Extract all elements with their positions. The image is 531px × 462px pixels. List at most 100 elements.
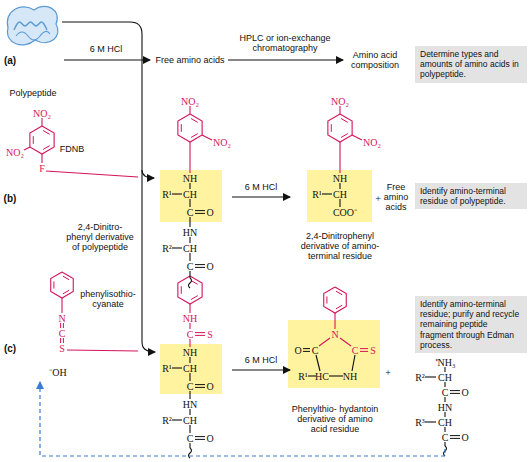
single-bond <box>189 373 190 381</box>
atom-label: R³ <box>415 417 425 428</box>
double-bond <box>360 348 368 349</box>
atom-label: NH <box>183 347 197 358</box>
atom-label: R¹ <box>298 371 308 382</box>
step-label: phenylisothio- cyanate <box>80 290 136 310</box>
reaction-arrow <box>228 59 343 60</box>
double-bond <box>450 435 460 436</box>
single-bond <box>189 106 190 114</box>
benzene-ring <box>324 287 347 313</box>
recycle-arrow <box>40 382 445 456</box>
single-bond <box>329 375 343 376</box>
single-bond <box>319 338 330 346</box>
single-bond <box>41 118 42 126</box>
ring-bond <box>43 131 50 135</box>
highlight-box <box>307 170 372 222</box>
step-label: Free amino acids <box>382 183 410 213</box>
single-bond <box>322 193 332 194</box>
atom-label: + <box>375 193 381 204</box>
chain-continuation <box>189 278 192 288</box>
double-bond <box>63 338 64 343</box>
description-box: Identify amino-terminal residue; purify … <box>415 296 527 353</box>
atom-label: F <box>39 163 45 174</box>
step-label: 6 M HCl <box>90 45 123 55</box>
atom-label: O <box>206 261 213 272</box>
atom-label: C <box>187 381 194 392</box>
single-bond <box>425 376 436 377</box>
atom-label: C <box>442 387 449 398</box>
polypeptide-icon <box>7 6 58 45</box>
atom-label: S <box>59 343 65 354</box>
atom-label: R¹ <box>312 189 322 200</box>
single-bond <box>172 247 182 248</box>
single-bond <box>172 419 182 420</box>
single-bond <box>189 323 190 329</box>
single-bond <box>308 375 316 376</box>
atom-label: R¹ <box>162 363 172 374</box>
atom-label: CH <box>438 417 452 428</box>
atom-label: NO₂ <box>213 137 231 148</box>
reaction-arrow <box>232 196 290 197</box>
benzene-ring <box>178 276 202 304</box>
single-bond <box>444 367 445 372</box>
double-bond <box>195 210 205 211</box>
single-bond <box>172 193 182 194</box>
step-label: 2,4-Dinitro- phenyl derivative of polype… <box>64 223 136 253</box>
single-bond <box>352 355 355 371</box>
atom-label: R¹ <box>162 189 172 200</box>
single-bond <box>189 391 190 399</box>
atom-label: C <box>187 207 194 218</box>
atom-label: CH <box>183 363 197 374</box>
double-bond <box>195 439 205 440</box>
single-bond <box>189 357 190 363</box>
single-bond <box>339 106 340 114</box>
atom-label: C <box>187 329 194 340</box>
highlight-box <box>288 320 380 388</box>
ring-bond <box>336 291 342 295</box>
double-bond <box>195 264 205 265</box>
single-bond <box>444 412 445 417</box>
ring-bond <box>191 134 198 138</box>
atom-label: O <box>294 345 301 356</box>
benzene-ring <box>30 126 54 154</box>
atom-label: O <box>461 387 468 398</box>
ring-bond <box>43 146 50 150</box>
single-bond <box>339 142 340 173</box>
double-bond <box>195 436 205 437</box>
double-bond <box>195 213 205 214</box>
step-label: Amino acid composition <box>348 51 403 71</box>
atom-label: NH <box>343 371 357 382</box>
single-bond <box>444 382 445 387</box>
description-text: Identify amino-terminal residue of polyp… <box>420 186 522 206</box>
atom-label: O <box>206 381 213 392</box>
panel-letter: (a) <box>4 55 16 66</box>
benzene-ring <box>328 114 352 142</box>
step-label: HPLC or ion-exchange chromatography <box>230 34 340 54</box>
step-label: Phenylthio- hydantoin derivative of amin… <box>290 405 380 435</box>
atom-label: HN <box>183 399 197 410</box>
double-bond <box>195 384 205 385</box>
atom-label: COO⁻ <box>333 207 357 218</box>
step-label: Polypeptide <box>9 89 56 99</box>
double-bond <box>195 335 205 336</box>
ring-bond <box>326 296 327 303</box>
step-label: 6 M HCl <box>245 356 278 366</box>
single-bond <box>189 199 190 207</box>
panel-letter: (c) <box>4 343 16 354</box>
single-bond <box>316 355 320 371</box>
double-bond <box>303 351 310 352</box>
atom-label: CH <box>438 372 452 383</box>
atom-label: S <box>370 345 376 356</box>
double-bond <box>195 267 205 268</box>
reaction-arrow <box>232 369 290 370</box>
double-bond <box>195 332 205 333</box>
ring-bond <box>181 286 182 294</box>
description-box: Identify amino-terminal residue of polyp… <box>415 183 527 209</box>
atom-label: HN <box>183 227 197 238</box>
single-bond <box>24 147 30 150</box>
atom-label: ⁺NH₃ <box>435 357 456 368</box>
atom-label: ⁻OH <box>49 367 66 378</box>
double-bond <box>360 351 368 352</box>
single-bond <box>41 154 42 163</box>
atom-label: NO₂ <box>331 96 349 107</box>
atom-label: CH <box>183 243 197 254</box>
